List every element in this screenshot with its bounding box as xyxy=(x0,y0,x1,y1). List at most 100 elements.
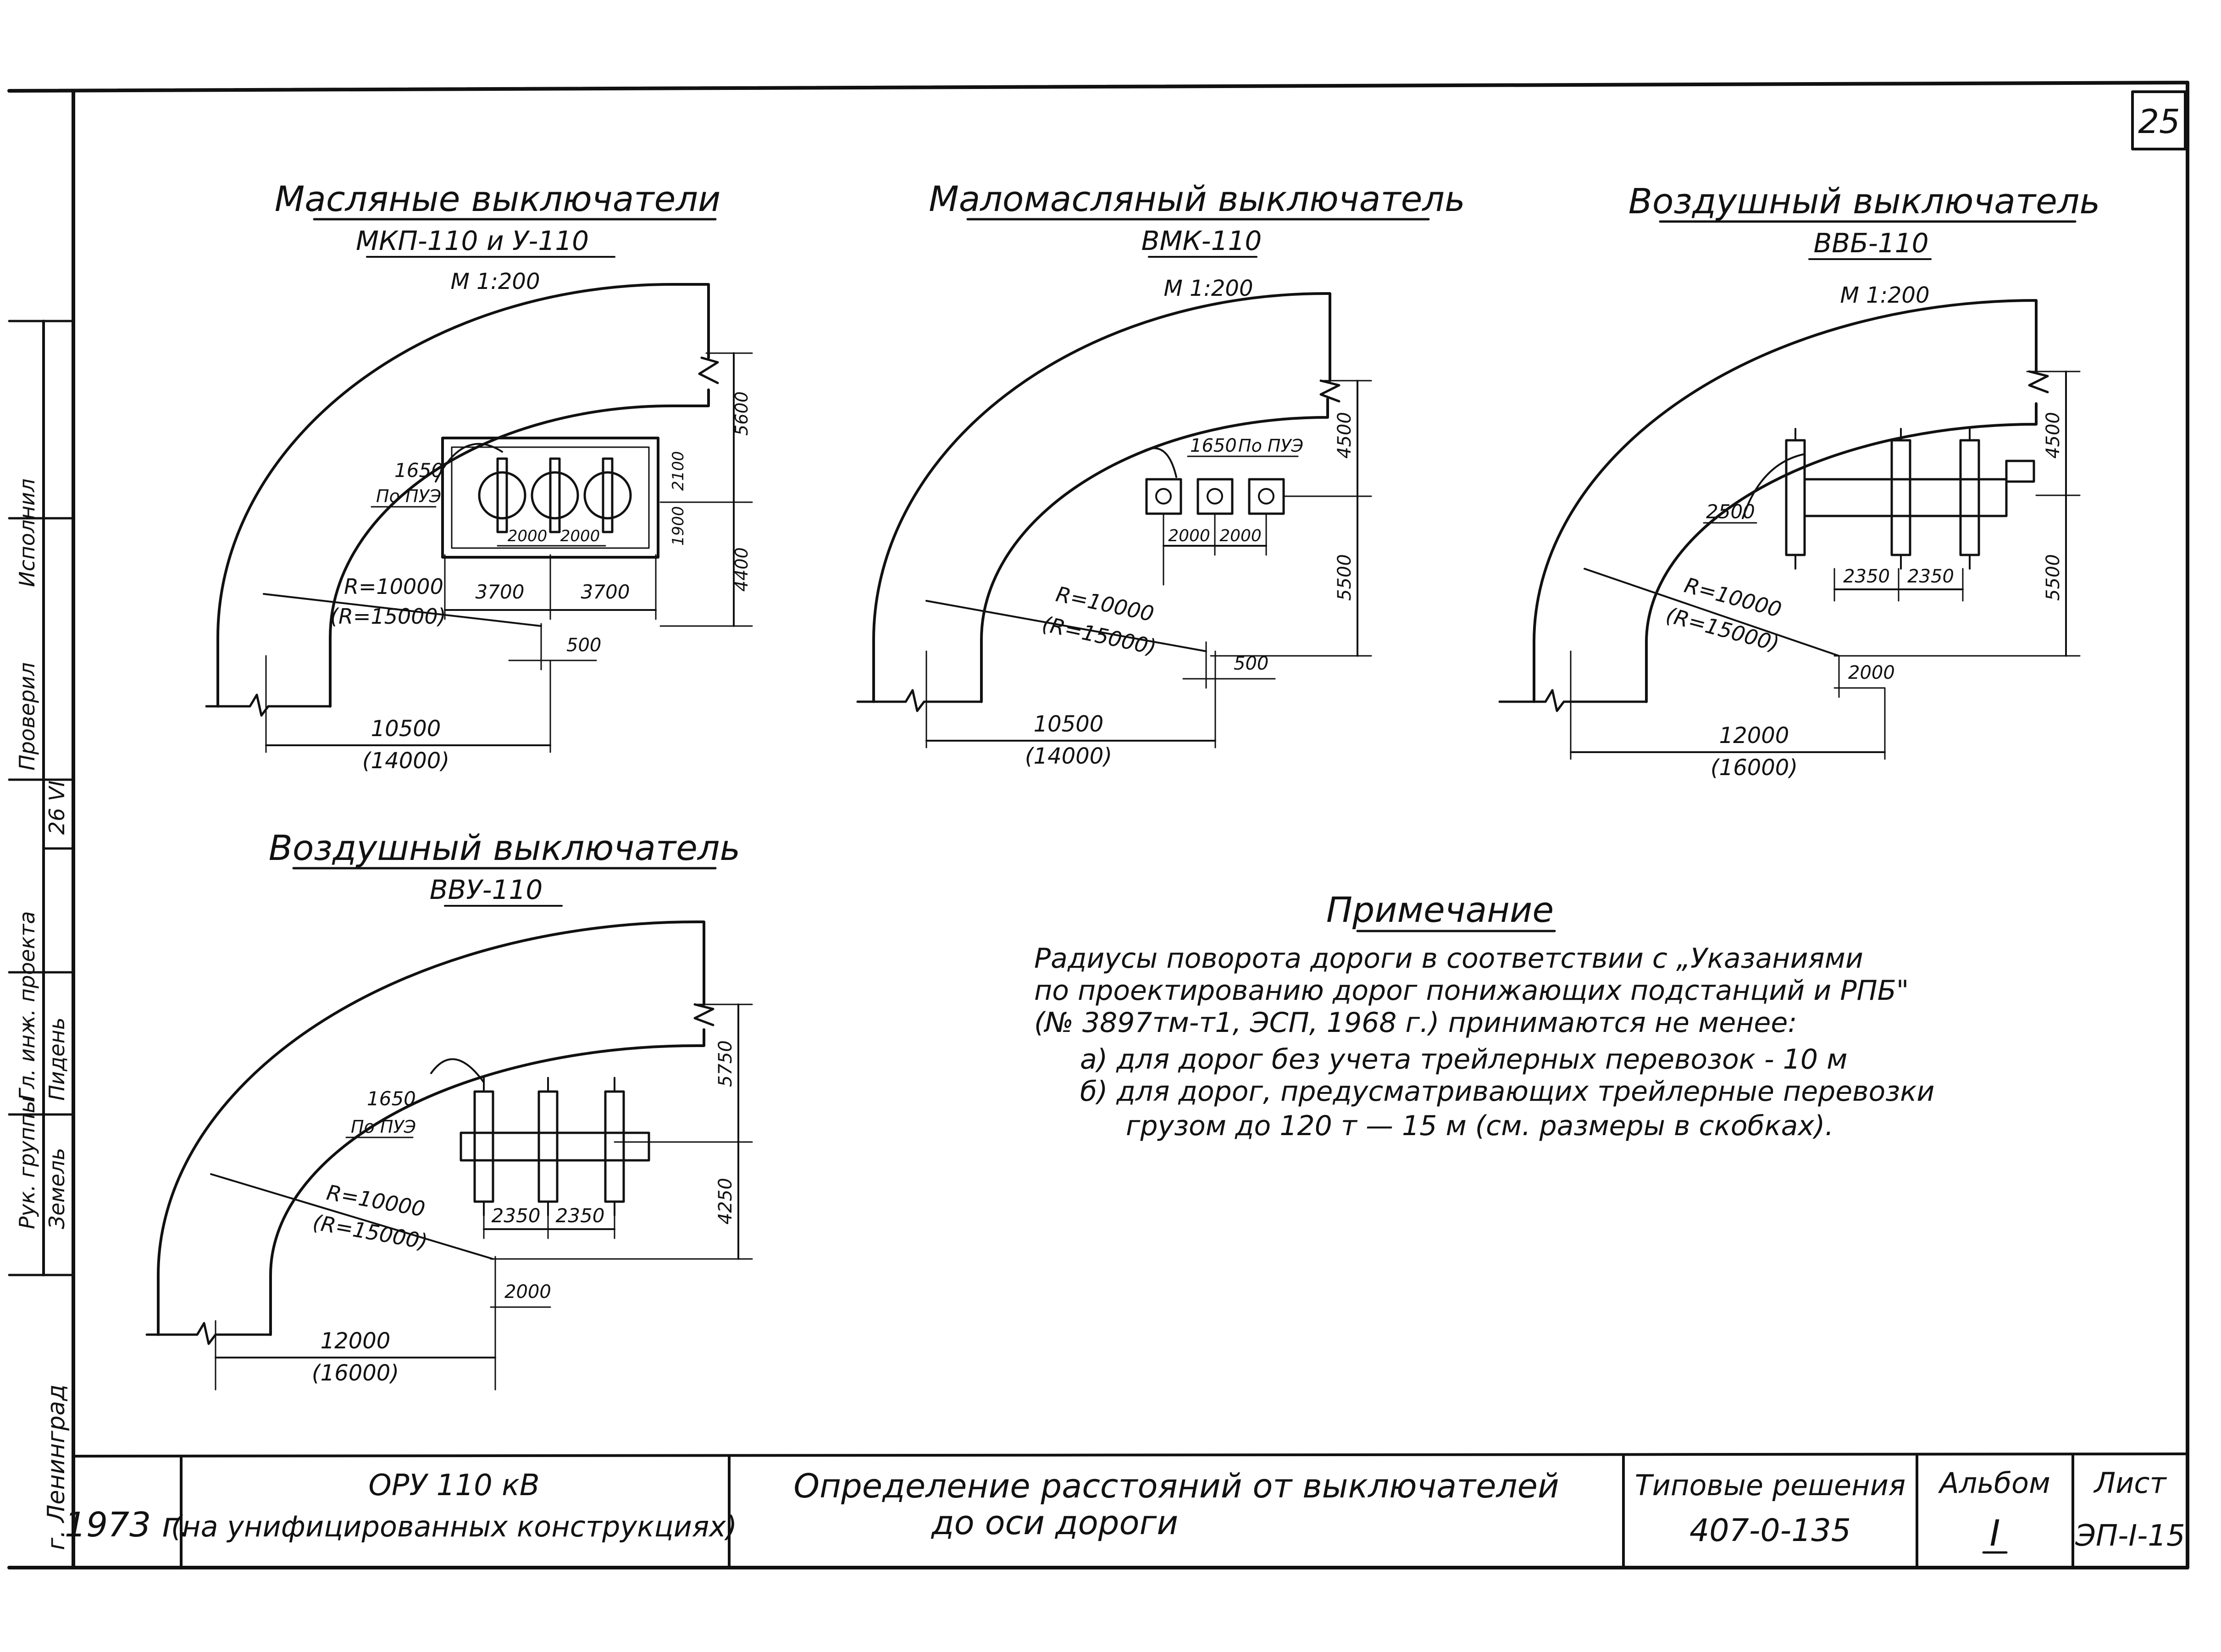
d3-offset: 2000 xyxy=(1848,662,1895,683)
d1-dim-vert-total: 5600 xyxy=(731,391,752,436)
d3-dim-pitch-1: 2350 xyxy=(1843,566,1890,587)
d3-subtitle: ВВБ-110 xyxy=(1813,227,1928,259)
d1-dim-half-1: 3700 xyxy=(476,581,525,603)
d2-width: 10500 xyxy=(1034,711,1104,737)
d3-dim-pitch-2: 2350 xyxy=(1907,566,1954,587)
d3-scale: М 1:200 xyxy=(1840,283,1930,308)
d1-break-right xyxy=(698,356,719,384)
d2-breaker-poles xyxy=(1145,478,1285,515)
d4-dim-vert-top: 5750 xyxy=(715,1040,736,1087)
d2-subtitle: ВМК-110 xyxy=(1141,225,1262,256)
d2-road-outer xyxy=(872,292,1331,703)
tb-label-album: Альбом xyxy=(1938,1466,2050,1500)
note-line-5: б) для дорог, предусматривающих трейлерн… xyxy=(1080,1075,1934,1108)
note-block: Примечание Радиусы поворота дороги в соо… xyxy=(1034,889,1934,1142)
note-line-6: грузом до 120 т — 15 м (см. размеры в ск… xyxy=(1126,1110,1833,1142)
d2-dim-pitch-1: 2000 xyxy=(1168,527,1210,545)
note-title: Примечание xyxy=(1326,889,1554,930)
d2-road-inner xyxy=(980,398,1329,703)
note-line-2: по проектированию дорог понижающих подст… xyxy=(1034,975,1909,1007)
diagram-air-breaker-vvu: Воздушный выключатель ВВУ-110 1650 По ПУ… xyxy=(145,827,753,1391)
sheet-number: 25 xyxy=(2138,102,2180,141)
d1-subtitle: МКП-110 и У-110 xyxy=(356,225,589,256)
d1-breaker-tanks xyxy=(478,457,632,533)
d2-dim-pitch-2: 2000 xyxy=(1219,527,1262,545)
d1-dim-vert-a: 2100 xyxy=(669,451,687,491)
d4-dim-vert-bottom: 4250 xyxy=(715,1178,736,1225)
tb-album-number: I xyxy=(1989,1513,2000,1554)
d2-dim-vert-bottom: 5500 xyxy=(1334,554,1355,601)
d1-width: 10500 xyxy=(371,716,441,742)
sheet-number-box: 25 xyxy=(2131,90,2187,150)
tb-label-sheet: Лист xyxy=(2093,1466,2167,1500)
note-line-1: Радиусы поворота дороги в соответствии с… xyxy=(1034,942,1863,975)
stamp-name-2: Пидень xyxy=(44,1017,69,1101)
d3-clearance: 2500 xyxy=(1706,500,1755,523)
tb-title-line2: до оси дороги xyxy=(930,1503,1178,1542)
tb-year: 1973 г. xyxy=(65,1505,190,1545)
d1-road-inner xyxy=(329,388,710,708)
tb-title-line1: Определение расстояний от выключателей xyxy=(793,1467,1559,1505)
diagram-oil-breakers: Масляные выключатели МКП-110 и У-110 М 1… xyxy=(205,178,753,774)
d1-dim-pitch-1: 2000 xyxy=(508,527,548,545)
d1-dim-vert-b: 1900 xyxy=(669,506,687,546)
tb-object-line2: (на унифицированных конструкциях) xyxy=(171,1510,737,1543)
note-line-4: а) для дорог без учета трейлерных перево… xyxy=(1080,1043,1847,1075)
d1-radius: R=10000 xyxy=(344,574,443,599)
d2-title: Маломасляный выключатель xyxy=(929,178,1465,219)
d4-title: Воздушный выключатель xyxy=(269,827,741,868)
d4-breaker-poles xyxy=(460,1077,650,1216)
d4-clearance-note: По ПУЭ xyxy=(351,1117,416,1137)
diagram-air-breaker-vvb: Воздушный выключатель ВВБ-110 М 1:200 25… xyxy=(1498,181,2100,781)
d4-road-inner xyxy=(269,1028,705,1336)
d4-subtitle: ВВУ-110 xyxy=(430,874,543,905)
margin-stamp: Рук. группы Земель Гл. инж. проекта Пиде… xyxy=(8,320,75,1550)
d1-dim-vert-c: 4400 xyxy=(731,547,752,592)
d3-road-outer xyxy=(1533,299,2038,703)
d1-scale: М 1:200 xyxy=(451,269,540,294)
stamp-city: г. Ленинград xyxy=(43,1385,70,1550)
d4-clearance: 1650 xyxy=(367,1087,416,1110)
d3-dim-vert-top: 4500 xyxy=(2043,412,2064,459)
d3-title: Воздушный выключатель xyxy=(1628,181,2100,222)
tb-label-typical: Типовые решения xyxy=(1635,1469,1905,1502)
d2-scale: М 1:200 xyxy=(1164,276,1253,301)
d2-width-alt: (14000) xyxy=(1025,743,1112,769)
d3-width-alt: (16000) xyxy=(1711,755,1798,781)
d2-offset: 500 xyxy=(1234,653,1268,674)
stamp-name-1: Земель xyxy=(44,1148,69,1229)
d1-width-alt: (14000) xyxy=(362,748,449,774)
d1-offset: 500 xyxy=(566,635,601,656)
stamp-date: 26 VI xyxy=(44,781,69,835)
d2-dim-vert-top: 4500 xyxy=(1334,412,1355,459)
d1-dim-half-2: 3700 xyxy=(581,581,630,603)
sheet-frame xyxy=(7,81,2189,1569)
note-line-3: (№ 3897тм-т1, ЭСП, 1968 г.) принимаются … xyxy=(1034,1007,1797,1039)
d4-dim-pitch-1: 2350 xyxy=(492,1204,541,1227)
d4-dim-pitch-2: 2350 xyxy=(556,1204,605,1227)
d4-width-alt: (16000) xyxy=(312,1360,399,1386)
d1-clearance-note: По ПУЭ xyxy=(376,486,441,506)
d4-road-outer xyxy=(157,920,705,1336)
d1-clearance: 1650 xyxy=(394,459,443,482)
title-block: 1973 г. ОРУ 110 кВ (на унифицированных к… xyxy=(65,1453,2185,1569)
d1-road-outer xyxy=(216,283,710,708)
tb-typical-number: 407-0-135 xyxy=(1689,1513,1851,1549)
d4-offset: 2000 xyxy=(504,1281,551,1303)
d1-title: Масляные выключатели xyxy=(275,178,721,219)
d3-width: 12000 xyxy=(1719,723,1789,748)
stamp-role-4: Исполнил xyxy=(15,478,39,587)
stamp-role-3: Проверил xyxy=(15,662,39,771)
tb-sheet-code: ЭП-I-15 xyxy=(2075,1519,2185,1553)
stamp-role-2: Гл. инж. проекта xyxy=(15,911,39,1101)
stamp-role-1: Рук. группы xyxy=(15,1097,39,1229)
d3-dim-vert-bottom: 5500 xyxy=(2043,554,2064,601)
d2-clearance-note: По ПУЭ xyxy=(1238,436,1303,456)
d1-radius-alt: (R=15000) xyxy=(330,604,446,629)
d1-dim-pitch-2: 2000 xyxy=(560,527,600,545)
d2-clearance: 1650 xyxy=(1190,435,1237,456)
d4-width: 12000 xyxy=(321,1328,391,1354)
tb-object-line1: ОРУ 110 кВ xyxy=(368,1469,539,1502)
